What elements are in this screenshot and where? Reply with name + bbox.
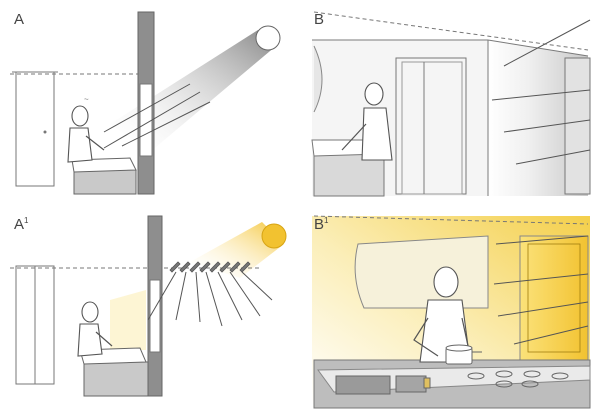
door <box>15 71 55 187</box>
person-figure <box>341 82 393 161</box>
panel-label-b: B <box>314 11 325 28</box>
panel-b <box>311 11 591 197</box>
kitchen-counter <box>73 169 137 195</box>
light-arrows <box>103 83 211 149</box>
window <box>564 57 591 195</box>
hob <box>467 370 569 388</box>
light-arrows <box>493 235 589 345</box>
window-opening <box>139 83 153 157</box>
person-figure: ~ <box>67 95 105 163</box>
light-shelf-louvres <box>169 261 251 273</box>
panel-label-a1: A1 <box>14 216 29 233</box>
window <box>519 235 589 361</box>
svg-text:~: ~ <box>84 95 89 104</box>
sunlight-beam <box>110 30 276 152</box>
sun-icon <box>261 223 287 249</box>
sunlight-beam <box>190 222 284 278</box>
wall-cabinet <box>354 235 489 309</box>
sun-icon <box>255 25 281 51</box>
light-arrows <box>147 271 273 327</box>
panel-label-b1: B1 <box>314 216 329 233</box>
light-arrows <box>491 19 591 165</box>
wall-cabinet <box>313 45 323 113</box>
panel-b1 <box>312 215 591 409</box>
window-opening <box>149 279 161 353</box>
sink <box>335 375 391 395</box>
panel-a1 <box>10 215 287 397</box>
cooking-pot <box>445 344 482 365</box>
panel-label-a: A <box>14 11 25 28</box>
back-wall <box>488 40 588 196</box>
panel-a: ~ <box>10 11 281 195</box>
person-figure <box>77 301 113 357</box>
kitchen-counter <box>83 361 149 397</box>
